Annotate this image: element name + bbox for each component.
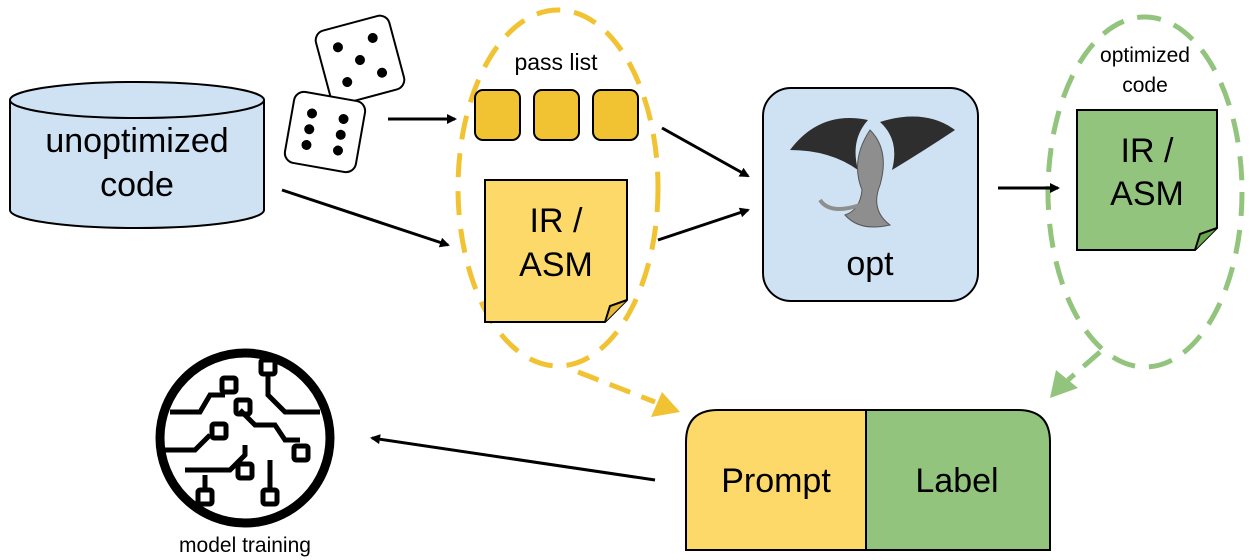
prompt-group-outline [455,7,661,369]
opt-label: opt [846,245,894,283]
arrow-source-to-doc [281,188,450,248]
training-caption: model training [179,534,311,557]
arrow-prompt-dashed [577,369,656,405]
dice-icon [283,14,406,174]
circuit-brain-icon [155,348,335,528]
label-label: Label [915,462,998,500]
output-document-icon [1076,109,1218,251]
arrow-doc-to-opt [657,207,750,242]
label-cell [865,409,1051,551]
source-label-line1: unoptimized [45,122,228,160]
arrow-label-dashed [1066,350,1102,382]
prompt-label: Prompt [721,462,831,500]
pass-list-label: pass list [514,49,598,75]
optimized-caption-line2: code [1122,74,1168,97]
optimized-caption-line1: optimized [1100,44,1190,67]
database-icon [9,81,265,229]
output-doc-line2: ASM [1110,175,1184,213]
input-doc-line2: ASM [519,246,593,284]
pass-block [592,89,639,141]
arrow-prompt-head [651,392,680,417]
arrow-label-head [1050,370,1078,398]
pass-block [533,89,580,141]
arrow-sample-to-training [370,434,656,482]
prompt-cell [685,409,867,551]
label-group-outline [1045,14,1245,370]
dragon-logo-icon [790,116,955,228]
pass-block [474,89,521,141]
output-doc-line1: IR / [1121,132,1174,170]
source-label-line2: code [100,166,174,204]
input-doc-line1: IR / [530,202,583,240]
input-document-icon [484,179,628,323]
arrow-passes-to-opt [661,126,750,178]
